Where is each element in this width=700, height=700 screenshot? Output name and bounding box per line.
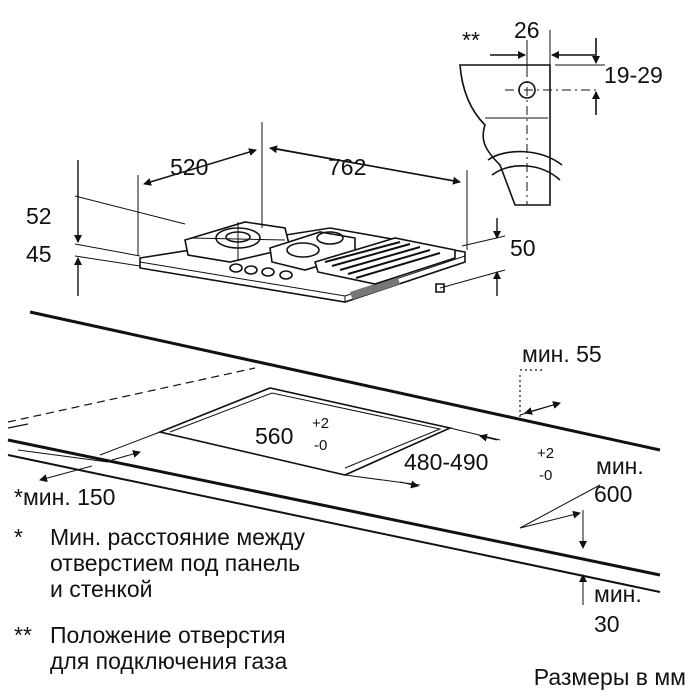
note-1-line-2: отверстием под панель — [50, 550, 301, 576]
note-2-line-1: Положение отверстия — [50, 622, 286, 648]
hob-drawing — [139, 221, 466, 303]
side-min-note: *мин. 150 — [14, 484, 116, 510]
side-depth-label: 50 — [510, 235, 536, 261]
cutout-depth-label: 480-490 — [404, 449, 488, 475]
note-1-line-3: и стенкой — [50, 576, 153, 602]
height-body-label: 45 — [26, 241, 52, 267]
gas-connection-detail — [459, 30, 605, 206]
pipe-offset-label: 26 — [514, 17, 540, 43]
min-thickness-word: мин. — [594, 581, 642, 607]
note-gas-position: ** Положение отверстия для подключения га… — [14, 622, 287, 674]
note-2-mark: ** — [14, 622, 32, 648]
depth-label: 520 — [170, 154, 208, 180]
countertop-drawing — [7, 310, 661, 605]
cutout-depth-tol-minus: -0 — [539, 467, 552, 484]
height-overall-label: 52 — [26, 203, 52, 229]
min-back-label: мин. 55 — [522, 341, 602, 367]
cutout-width-label: 560 — [255, 423, 293, 449]
cutout-depth-tol-plus: +2 — [537, 445, 554, 462]
cutout-width-tol-plus: +2 — [312, 415, 329, 432]
min-thickness-value: 30 — [594, 611, 620, 637]
cutout-width-tol-minus: -0 — [314, 437, 327, 454]
note-1-line-1: Мин. расстояние между — [50, 524, 305, 550]
min-front-word: мин. — [596, 453, 644, 479]
note-min-distance: * Мин. расстояние между отверстием под па… — [14, 524, 305, 602]
hob-dimension-lines — [74, 122, 506, 296]
gas-mark-label: ** — [462, 27, 480, 53]
width-label: 762 — [328, 154, 366, 180]
pipe-height-label: 19-29 — [604, 62, 663, 88]
units-label: Размеры в мм — [533, 664, 686, 690]
note-1-mark: * — [14, 524, 23, 550]
note-2-line-2: для подключения газа — [50, 648, 288, 674]
min-front-value: 600 — [594, 481, 632, 507]
